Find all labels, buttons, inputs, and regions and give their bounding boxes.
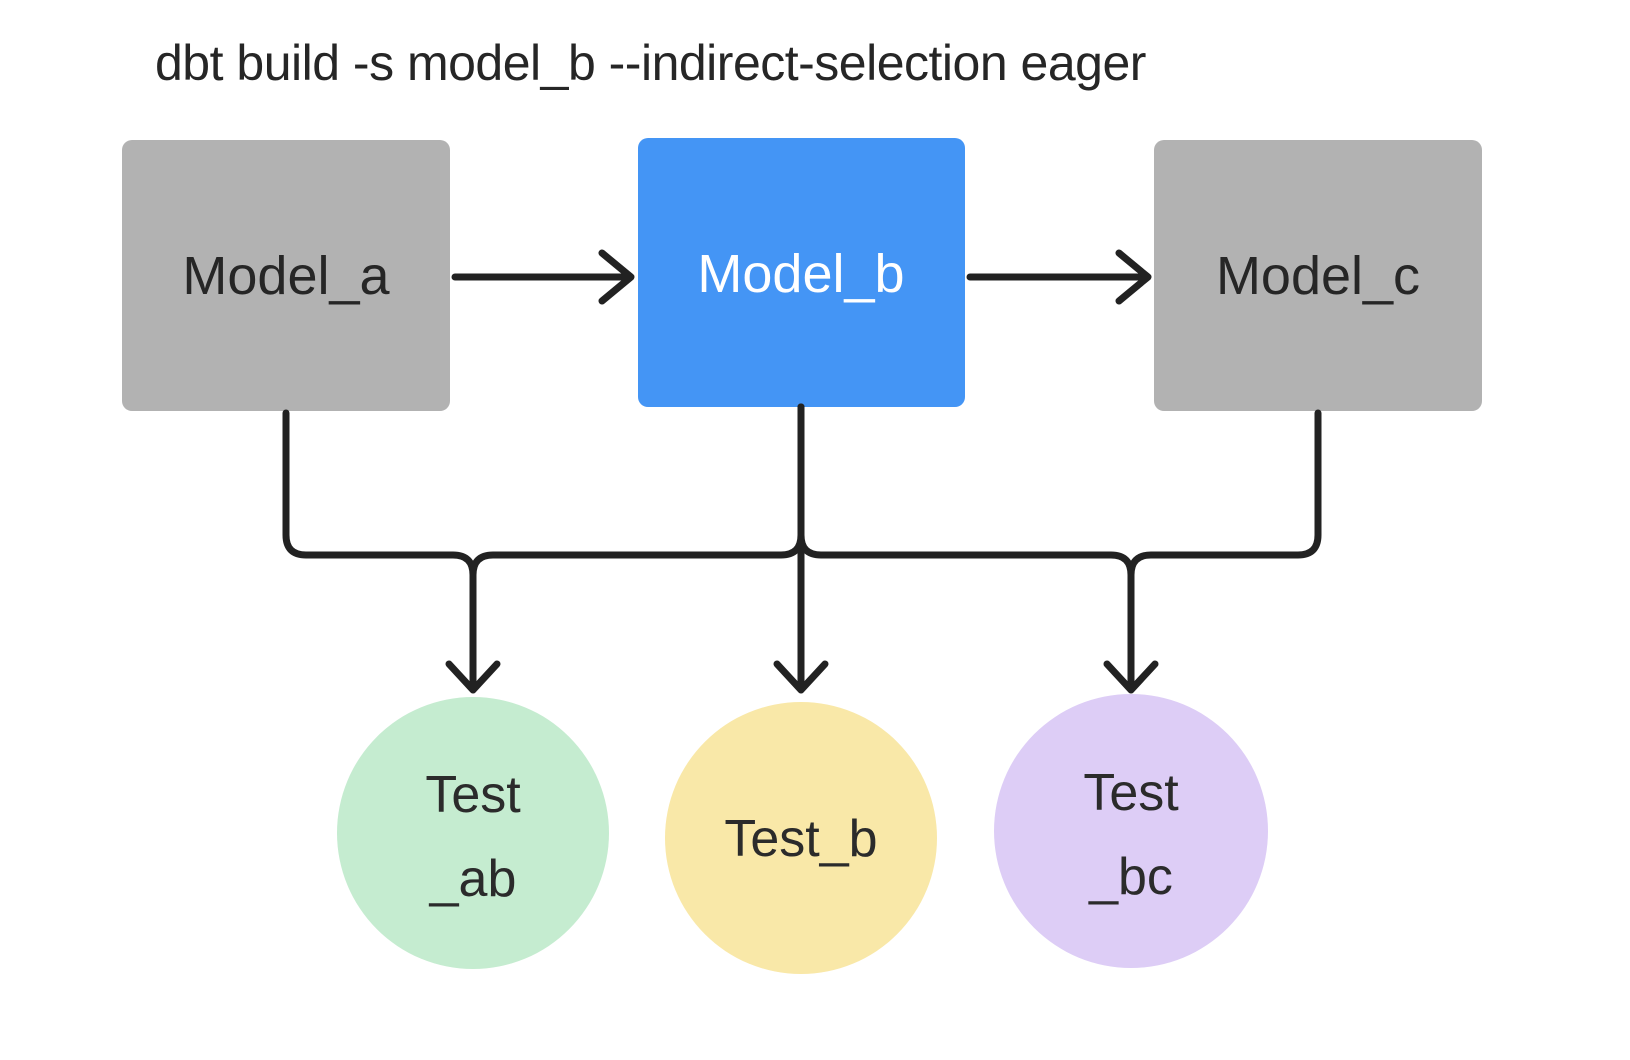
arrowhead-model-b-icon <box>598 249 635 305</box>
edge-model-b-to-test-bc <box>797 403 1135 692</box>
node-test-b-label: Test_b <box>724 810 877 868</box>
node-test-bc-label-line2: _bc <box>1088 848 1173 906</box>
edge-model-b-to-test-ab <box>469 403 805 692</box>
arrowhead-test-bc-icon <box>1103 660 1159 694</box>
edge-model-a-to-test-ab <box>282 409 477 692</box>
node-test-ab-label-line1: Test <box>425 766 521 824</box>
node-test-ab-label-line2: _ab <box>429 850 517 908</box>
arrowhead-model-c-icon <box>1115 249 1152 305</box>
diagram-title: dbt build -s model_b --indirect-selectio… <box>155 35 1146 91</box>
arrowhead-test-ab-icon <box>445 660 501 694</box>
node-model-b-box <box>638 138 965 407</box>
node-test-ab-circle <box>337 697 609 969</box>
node-model-a-label: Model_a <box>182 246 390 306</box>
node-model-a-box <box>122 140 450 411</box>
node-test-bc-circle <box>994 694 1268 968</box>
node-model-b-label: Model_b <box>697 244 904 304</box>
node-test-bc-label-line1: Test <box>1083 764 1179 822</box>
arrowhead-test-b-icon <box>773 660 829 694</box>
node-model-c-label: Model_c <box>1216 246 1420 306</box>
edge-model-c-to-test-bc <box>1127 409 1322 692</box>
node-test-b-circle <box>665 702 937 974</box>
node-model-c-box <box>1154 140 1482 411</box>
